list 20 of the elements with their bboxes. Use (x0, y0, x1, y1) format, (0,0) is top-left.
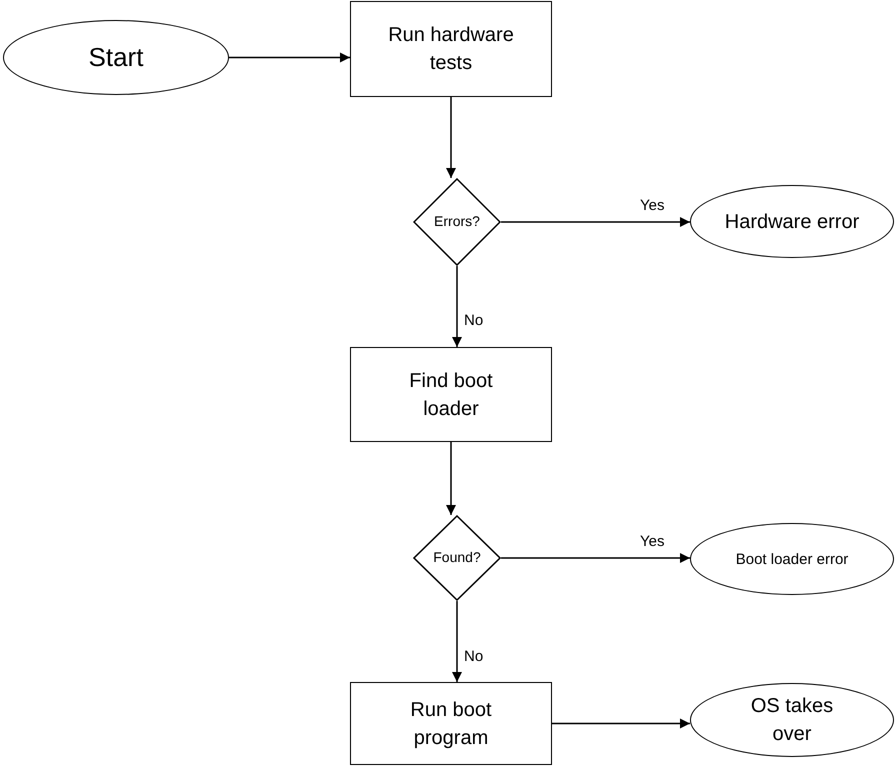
process-box (350, 682, 552, 765)
arrow (452, 601, 462, 682)
ellipse-label: OS takes over (750, 694, 834, 747)
arrow (446, 442, 456, 515)
diamond-label: Errors? (434, 212, 480, 232)
arrow (452, 266, 462, 347)
diamond-label: Found? (433, 548, 481, 568)
box-label: Run boot program (409, 698, 493, 750)
arrow (552, 718, 690, 728)
arrow (446, 97, 456, 178)
ellipse-label: Hardware error (724, 210, 860, 234)
arrow (229, 52, 350, 62)
process-box (350, 347, 552, 442)
ellipse-label: Start (88, 41, 144, 74)
box-label: Run hardware tests (387, 23, 515, 76)
process-box (350, 1, 552, 97)
arrow (501, 553, 690, 563)
arrow (501, 217, 690, 227)
box-label: Find boot loader (408, 368, 494, 422)
ellipse-label: Boot loader error (736, 550, 848, 570)
